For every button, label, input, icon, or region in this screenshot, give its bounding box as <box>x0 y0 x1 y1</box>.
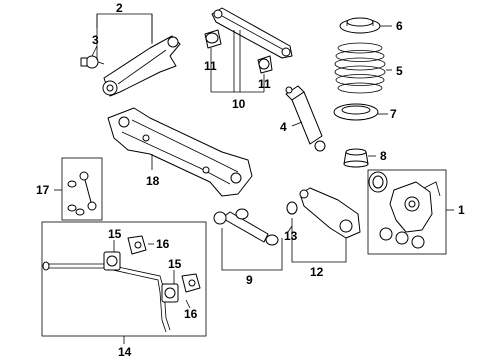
coil-spring <box>334 42 386 94</box>
callout-16-lower: 16 <box>184 307 198 321</box>
callout-1: 1 <box>458 203 465 217</box>
stabilizer-bar <box>42 261 171 333</box>
lower-control-arm <box>286 187 361 239</box>
callout-13: 13 <box>284 229 298 243</box>
shock-absorber <box>285 85 326 152</box>
stabilizer-bar-box <box>41 221 207 337</box>
ball-joint <box>80 55 105 69</box>
callout-14: 14 <box>118 345 132 359</box>
callout-16-upper: 16 <box>156 237 170 251</box>
bump-stop <box>343 148 369 168</box>
callout-11-right: 11 <box>258 77 271 91</box>
rear-knuckle <box>367 169 447 255</box>
bushing-right <box>257 55 273 74</box>
callout-12: 12 <box>310 265 324 279</box>
callout-17: 17 <box>36 183 50 197</box>
stabilizer-bushing-lower <box>161 283 179 303</box>
callout-15-lower: 15 <box>168 257 182 271</box>
callout-5: 5 <box>396 64 403 78</box>
upper-control-arm <box>102 35 181 97</box>
callout-4: 4 <box>280 120 287 134</box>
spring-upper-seat <box>339 17 381 34</box>
lateral-link <box>213 208 279 246</box>
stabilizer-bushing-upper <box>103 251 121 271</box>
spring-lower-seat <box>333 103 379 121</box>
callout-10: 10 <box>232 97 246 111</box>
trailing-arm <box>211 7 293 59</box>
callout-15-upper: 15 <box>108 227 122 241</box>
stabilizer-bracket-lower <box>181 273 201 293</box>
callout-18: 18 <box>146 174 160 188</box>
bushing-left <box>204 29 222 49</box>
callout-8: 8 <box>380 149 387 163</box>
callout-11-left: 11 <box>204 59 217 73</box>
callout-3: 3 <box>92 33 99 47</box>
callout-9: 9 <box>246 273 253 287</box>
stabilizer-link-kit <box>61 157 103 221</box>
callout-2: 2 <box>116 1 123 15</box>
stabilizer-bracket-upper <box>127 235 147 255</box>
callout-6: 6 <box>396 19 403 33</box>
rear-crossmember <box>107 107 253 197</box>
callout-7: 7 <box>390 107 397 121</box>
